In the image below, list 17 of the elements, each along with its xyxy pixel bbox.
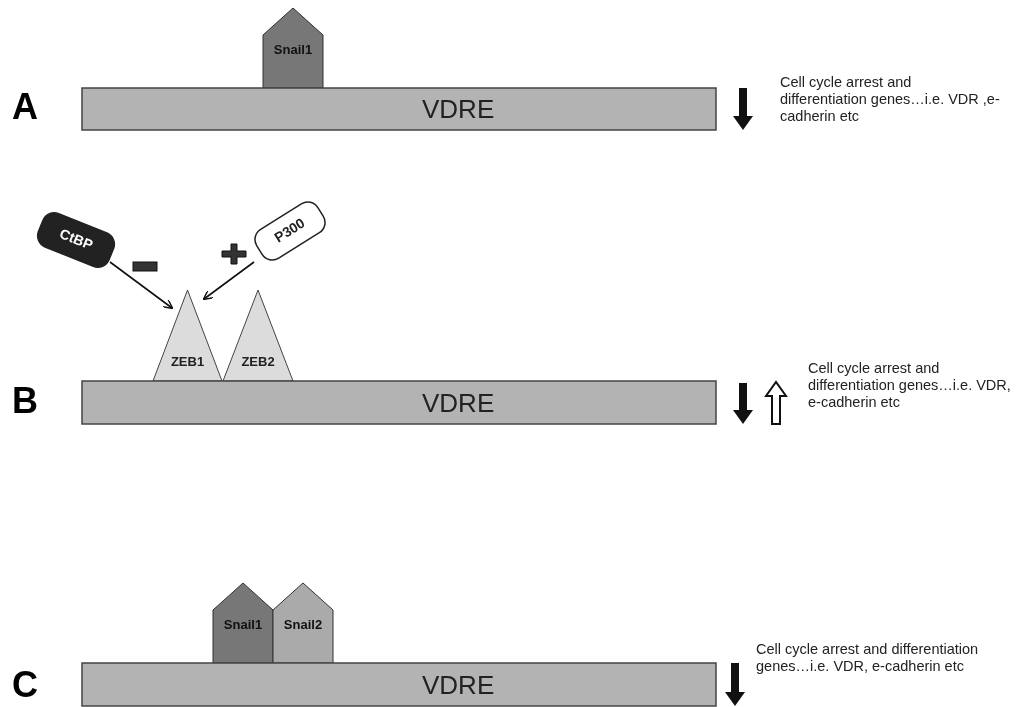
gene-note: Cell cycle arrest and differentiation genes…i.e. VDR, e-cadherin etc <box>756 641 980 675</box>
protein-pentagon: Snail2 <box>273 583 333 663</box>
gene-note: Cell cycle arrest and differentiation genes…i.e. VDR ,e-cadherin etc <box>780 74 1000 125</box>
panel-letter: C <box>12 664 38 706</box>
gene-note: Cell cycle arrest and differentiation genes…i.e. VDR, e-cadherin etc <box>808 360 1012 411</box>
protein-triangle: ZEB2 <box>223 290 293 381</box>
protein-pentagon: Snail1 <box>213 583 273 663</box>
vdre-bar: VDRE <box>82 381 716 424</box>
cofactor-pill: CtBP <box>34 209 118 271</box>
arrow <box>109 261 174 310</box>
vdre-bar: VDRE <box>82 663 716 706</box>
protein-triangle: ZEB1 <box>153 290 222 381</box>
panel-letter: B <box>12 380 38 422</box>
arrow <box>202 261 255 301</box>
vdre-bar: VDRE <box>82 88 716 130</box>
protein-pentagon: Snail1 <box>263 8 323 88</box>
panel-letter: A <box>12 86 38 128</box>
